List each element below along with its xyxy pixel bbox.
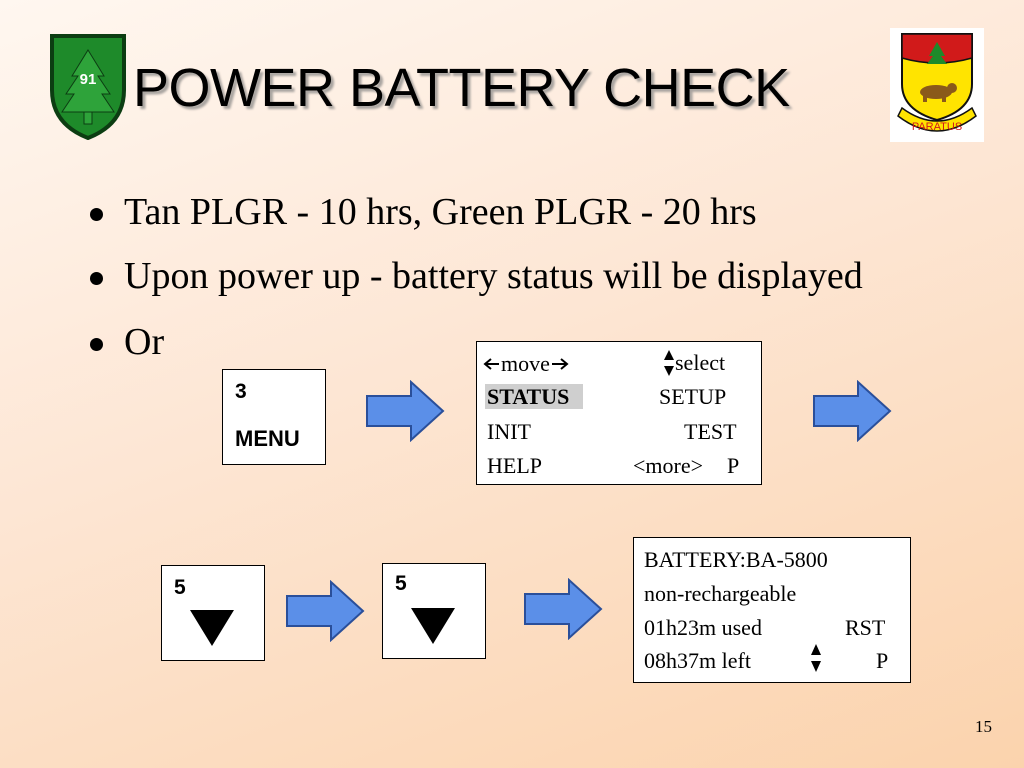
green-shield-logo: 91 [50, 34, 126, 140]
up-down-arrow-icon [811, 644, 821, 672]
bullet-list: Tan PLGR - 10 hrs, Green PLGR - 20 hrs U… [84, 186, 884, 368]
bullet-item: Or [84, 316, 884, 368]
battery-kind: non-rechargeable [644, 581, 797, 606]
bullet-dot [90, 338, 103, 351]
select-row: select [663, 349, 725, 377]
select-label: select [675, 350, 726, 375]
flow-arrow-icon [286, 580, 365, 642]
five-key-number: 5 [174, 576, 186, 599]
plgr-menu-screen: move select STATUS SETUP INIT TEST HELP … [476, 341, 762, 485]
setup-option: SETUP [659, 384, 727, 409]
status-option: STATUS [485, 384, 584, 409]
move-row: move [483, 351, 570, 377]
move-label: move [501, 351, 550, 376]
battery-left: 08h37m left [644, 648, 751, 673]
plgr-battery-screen: BATTERY:BA-5800 non-rechargeable 01h23m … [633, 537, 911, 683]
page-indicator: P [727, 453, 740, 478]
bullet-item: Tan PLGR - 10 hrs, Green PLGR - 20 hrs [84, 186, 884, 238]
test-option: TEST [684, 419, 737, 444]
five-key-number: 5 [395, 572, 407, 595]
page-number: 15 [975, 717, 992, 736]
flow-arrow-icon [524, 578, 603, 640]
paratus-crest-logo: PARATUS [890, 28, 984, 142]
right-arrow-icon [551, 358, 569, 370]
left-arrow-icon [483, 358, 499, 370]
bullet-dot [90, 272, 103, 285]
battery-type: BATTERY:BA-5800 [644, 547, 828, 572]
bullet-text: Or [124, 321, 165, 363]
menu-key-number: 3 [235, 380, 247, 403]
page-indicator: P [876, 648, 889, 673]
bullet-text: Tan PLGR - 10 hrs, Green PLGR - 20 hrs [124, 191, 757, 233]
bullet-text: Upon power up - battery status will be d… [124, 255, 863, 297]
menu-key: 3 MENU [222, 369, 326, 465]
down-triangle-icon [411, 608, 455, 644]
more-option: <more> [633, 453, 704, 478]
init-option: INIT [487, 419, 531, 444]
help-option: HELP [487, 453, 542, 478]
five-key: 5 [382, 563, 486, 659]
five-key: 5 [161, 565, 265, 661]
flow-arrow-icon [366, 380, 445, 442]
down-triangle-icon [190, 610, 234, 646]
bullet-item: Upon power up - battery status will be d… [84, 250, 884, 302]
crest-motto: PARATUS [912, 121, 962, 133]
bullet-dot [90, 208, 103, 221]
menu-key-label: MENU [235, 426, 300, 451]
battery-used: 01h23m used [644, 615, 762, 640]
reset-option: RST [845, 615, 886, 640]
flow-arrow-icon [813, 380, 892, 442]
page-title: POWER BATTERY CHECK [133, 58, 790, 118]
shield-number: 91 [80, 71, 97, 88]
up-down-arrow-icon [664, 350, 674, 376]
